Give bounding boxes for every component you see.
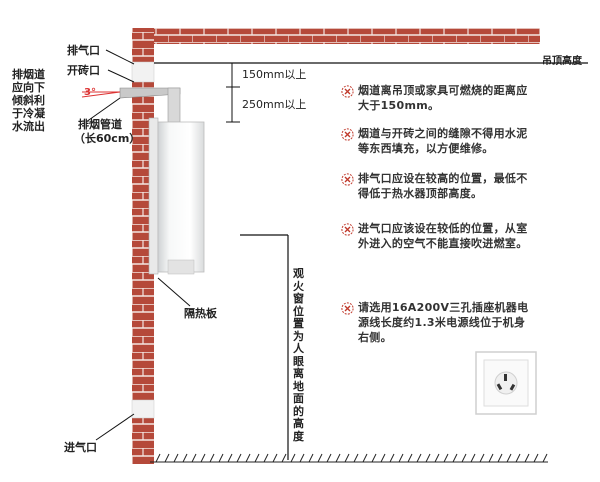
ceiling-brick-wall: [132, 28, 540, 44]
floor-hatch: [155, 453, 548, 463]
insulation-board-label: 隔热板: [184, 307, 217, 320]
vertical-brick-wall: [132, 28, 154, 464]
note-4: 进气口应该设在较低的位置，从室外进入的空气不能直接吹进燃室。: [358, 222, 528, 250]
warning-x-icon: [341, 85, 354, 98]
warning-x-icon: [341, 173, 354, 186]
note-1: 烟道离吊顶或家具可燃烧的距离应大于150mm。: [358, 84, 528, 112]
heat-insulation-board: [148, 117, 159, 275]
flue-pipe-label: 排烟管道 （长60cm）: [74, 118, 141, 145]
exhaust-port-label: 排气口: [67, 44, 100, 57]
air-inlet-label: 进气口: [64, 441, 97, 454]
note-3: 排气口应设在较高的位置，最低不得低于热水器顶部高度。: [358, 172, 528, 200]
dim-150-label: 150mm以上: [242, 68, 307, 81]
air-inlet-opening: [131, 399, 155, 419]
exhaust-opening: [131, 61, 155, 83]
angle-label: 3°: [84, 87, 96, 98]
window-height-label: 观火窗位置为人眼离地面的高度: [293, 267, 304, 443]
ceiling-height-label: 吊顶高度: [542, 56, 582, 67]
warning-x-icon: [341, 128, 354, 141]
wall-opening-label: 开砖口: [67, 64, 100, 77]
water-heater: [157, 121, 205, 273]
warning-x-icon: [341, 223, 354, 236]
flue-slope-label: 排烟道 应向下 倾斜利 于冷凝 水流出: [12, 68, 45, 133]
dim-250-label: 250mm以上: [242, 98, 307, 111]
note-2: 烟道与开砖之间的缝隙不得用水泥等东西填充，以方便维修。: [358, 127, 528, 155]
warning-x-icon: [341, 302, 354, 315]
wall-socket: [475, 351, 537, 415]
note-5: 请选用16A200V三孔插座机器电源线长度约1.3米电源线位于机身右侧。: [358, 301, 529, 344]
